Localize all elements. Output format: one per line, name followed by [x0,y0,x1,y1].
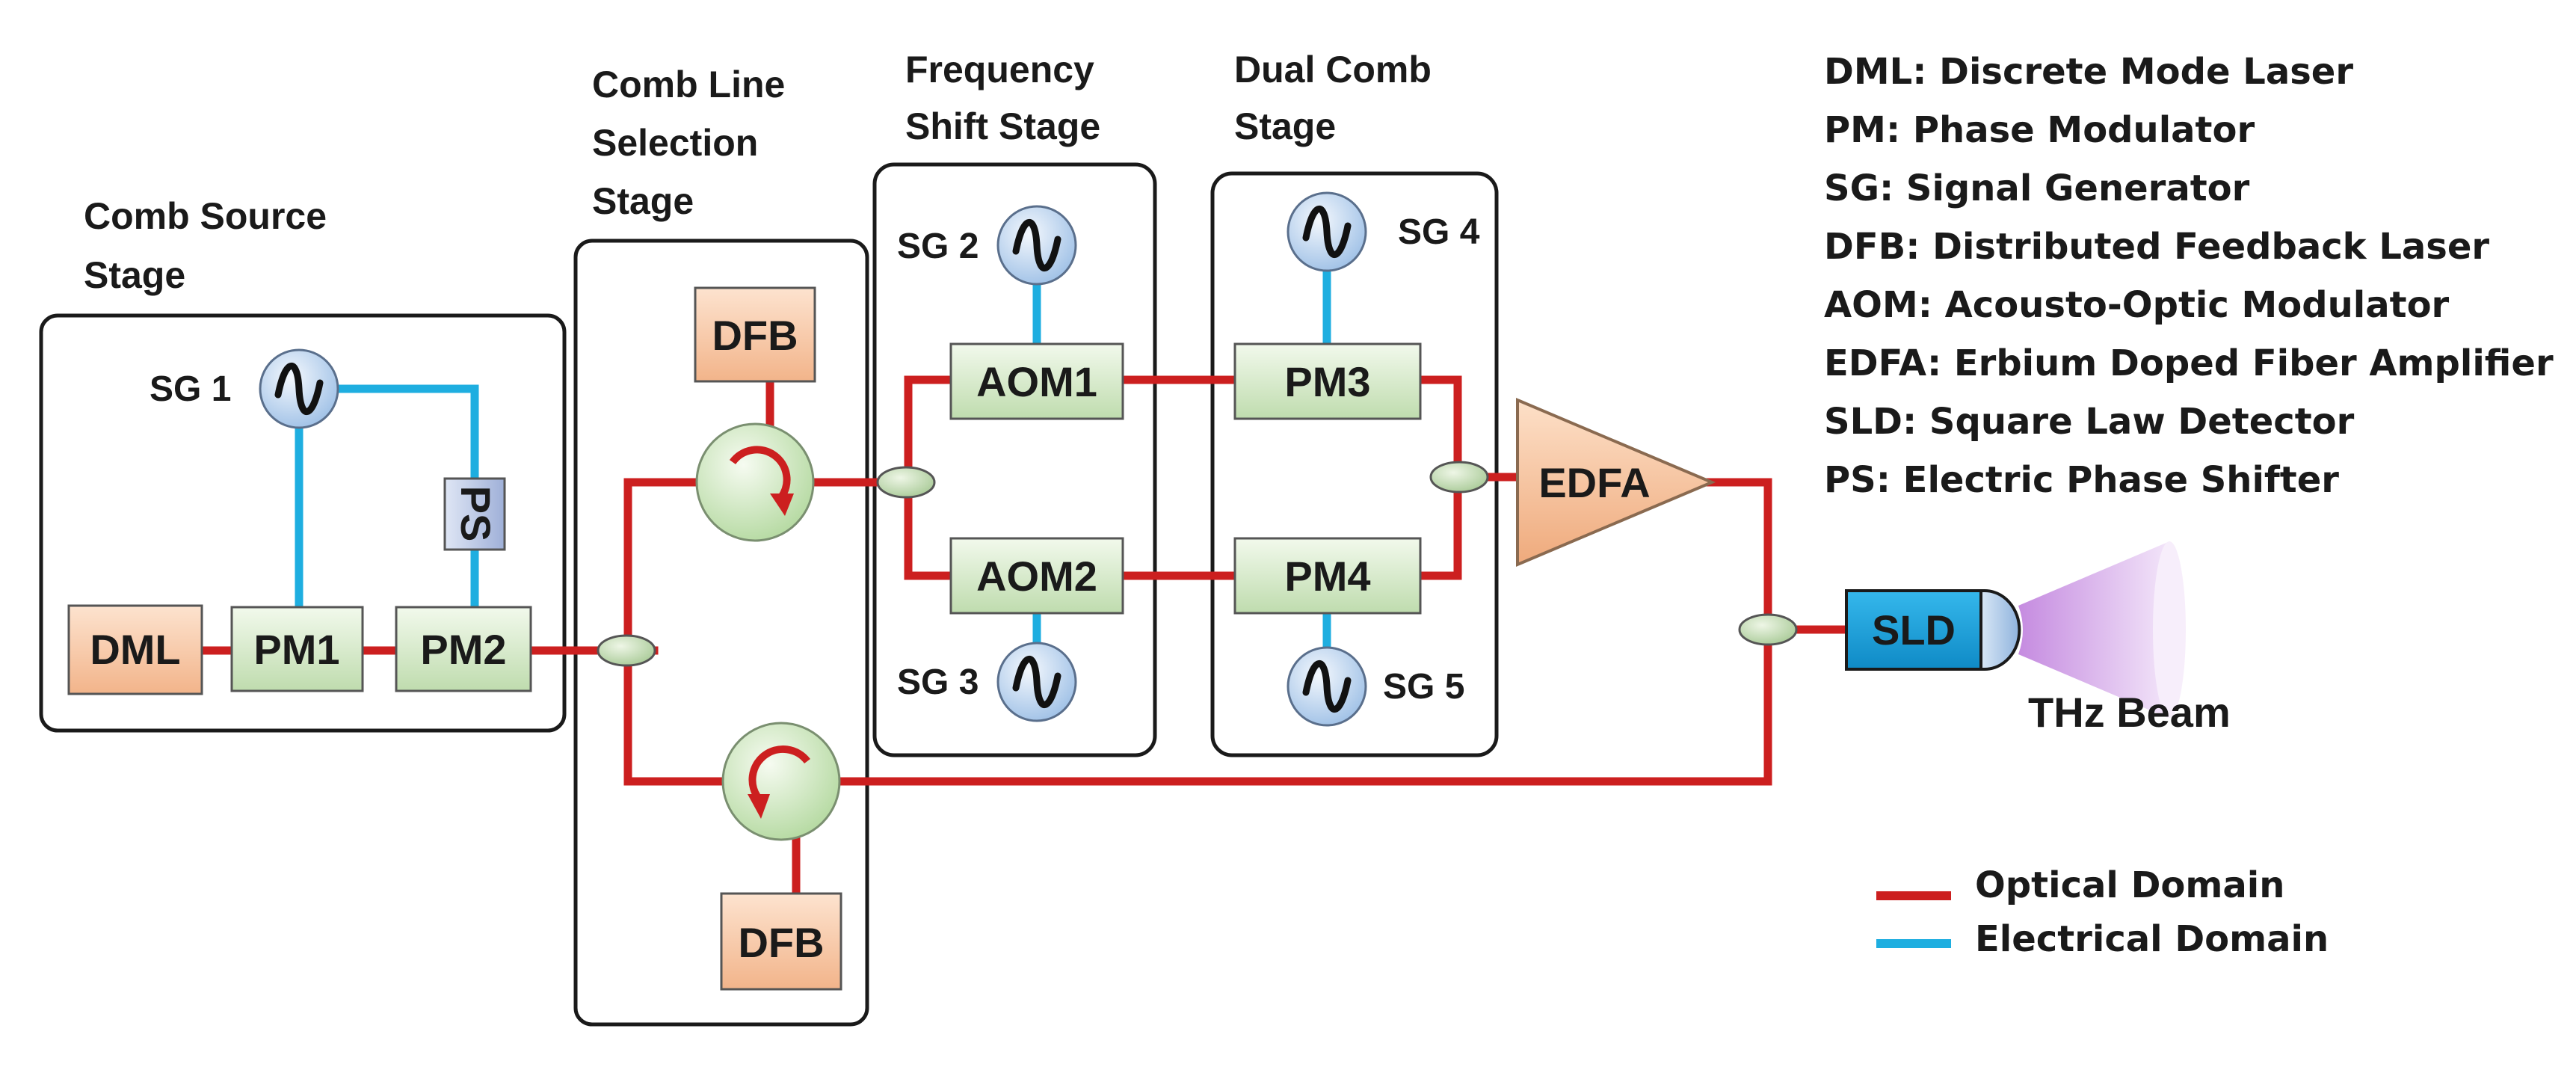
svg-text:PM4: PM4 [1284,553,1370,600]
circulator-bottom-icon [721,722,841,841]
optical-legend-label: Optical Domain [1975,864,2284,906]
svg-text:AOM1: AOM1 [976,358,1097,405]
comb-source-stage-box [39,313,567,733]
svg-text:PM3: PM3 [1284,358,1370,405]
edfa-amplifier[interactable]: EDFA [1516,397,1716,568]
comb-line-selection-stage-box [573,239,869,1027]
circulator-top-icon [695,422,815,542]
svg-text:DFB: DFB [738,919,824,966]
domain-legend: Optical Domain Electrical Domain [1876,864,2329,960]
comb-source-stage-label: Comb Source Stage [84,195,337,296]
electrical-lines [295,265,1331,651]
coupler-1-icon [597,634,656,667]
pm4-box[interactable]: PM4 [1233,537,1422,615]
sg2-icon[interactable] [996,205,1077,286]
sg1-icon[interactable] [259,348,339,429]
abbreviation-list: DML: Discrete Mode Laser PM: Phase Modul… [1824,51,2554,501]
dual-comb-stage-label: Dual Comb Stage [1234,49,1442,147]
svg-text:DML: DML [90,626,180,673]
svg-text:DFB: Distributed Feedback Lase: DFB: Distributed Feedback Laser [1824,226,2489,268]
aom2-box[interactable]: AOM2 [949,537,1124,615]
pm2-box[interactable]: PM2 [395,606,532,692]
svg-text:AOM: Acousto-Optic Modulator: AOM: Acousto-Optic Modulator [1824,284,2450,326]
svg-text:SLD: Square Law Detector: SLD: Square Law Detector [1824,401,2355,443]
coupler-4-icon [1738,613,1798,646]
svg-text:PS: Electric Phase Shifter: PS: Electric Phase Shifter [1824,459,2339,501]
svg-text:PS: PS [452,486,499,542]
svg-text:AOM2: AOM2 [976,553,1097,600]
sg5-label: SG 5 [1383,667,1464,707]
sg4-label: SG 4 [1398,212,1480,252]
coupler-2-icon [876,466,936,499]
svg-text:EDFA: Erbium Doped Fiber Ampli: EDFA: Erbium Doped Fiber Amplifier [1824,342,2554,384]
ps-box[interactable]: PS [443,477,506,551]
svg-text:SLD: SLD [1872,606,1956,654]
frequency-shift-stage-box [872,162,1157,757]
sg5-icon[interactable] [1287,646,1367,727]
aom1-box[interactable]: AOM1 [949,342,1124,420]
svg-text:DFB: DFB [712,312,798,359]
svg-text:PM: Phase Modulator: PM: Phase Modulator [1824,109,2255,151]
electrical-legend-label: Electrical Domain [1975,918,2329,960]
svg-text:DML: Discrete Mode Laser: DML: Discrete Mode Laser [1824,51,2353,93]
dual-comb-stage-box [1210,171,1499,757]
sld-detector[interactable]: SLD [1845,589,2021,671]
optical-lines [197,375,1851,898]
dfb-bottom-box[interactable]: DFB [720,892,842,991]
svg-text:SG: Signal Generator: SG: Signal Generator [1824,167,2250,209]
svg-text:PM1: PM1 [253,626,339,673]
sg3-icon[interactable] [996,642,1077,722]
thz-beam-icon [2018,541,2186,718]
pm1-box[interactable]: PM1 [230,606,364,692]
svg-text:EDFA: EDFA [1538,459,1650,506]
coupler-3-icon [1429,461,1489,494]
pm3-box[interactable]: PM3 [1233,342,1422,420]
frequency-shift-stage-label: Frequency Shift Stage [905,49,1105,147]
dfb-top-box[interactable]: DFB [694,286,816,383]
sg3-label: SG 3 [897,662,979,702]
sg4-icon[interactable] [1287,191,1367,272]
svg-text:PM2: PM2 [420,626,506,673]
dml-box[interactable]: DML [67,604,203,695]
thz-beam-label: THz Beam [2028,689,2231,736]
comb-line-selection-stage-label: Comb Line Selection Stage [592,64,795,222]
sg2-label: SG 2 [897,227,979,266]
sg1-label: SG 1 [150,369,231,409]
